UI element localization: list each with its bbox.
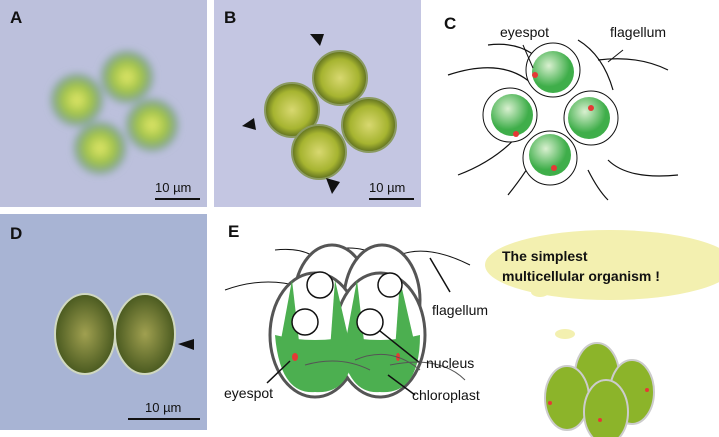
cells-image	[54, 293, 194, 375]
scale-bar	[369, 198, 414, 200]
scale-bar	[128, 418, 200, 420]
panel-label: D	[10, 224, 23, 243]
thought-bubble	[485, 230, 719, 339]
panel-c-diagram: C eyespot flagellum	[428, 0, 719, 210]
panel-d-micrograph: D 10 µm	[0, 214, 207, 430]
arrowhead-icon	[242, 34, 340, 194]
chloroplast-label: chloroplast	[412, 387, 480, 403]
panel-e-diagram: E flagellum nucleus eyespot chloroplast …	[220, 220, 719, 437]
scale-label: 10 µm	[369, 180, 406, 195]
eyespot-label: eyespot	[224, 385, 274, 401]
panel-label: A	[10, 8, 23, 27]
cells-image	[242, 34, 397, 194]
scale-label: 10 µm	[145, 400, 182, 415]
panel-a-micrograph: A 10 µm	[0, 0, 207, 207]
arrowhead-icon	[178, 339, 194, 350]
cell-structure-diagram	[224, 230, 719, 437]
bubble-text-line2: multicellular organism !	[502, 268, 660, 284]
scale-label: 10 µm	[155, 180, 192, 195]
scale-bar	[155, 198, 200, 200]
eyespot-label: eyespot	[500, 24, 550, 40]
panel-b-micrograph: B 10 µm	[214, 0, 421, 207]
flagellum-label: flagellum	[610, 24, 667, 40]
blurred-cells-image	[51, 51, 178, 174]
flagellum-label: flagellum	[432, 302, 489, 318]
panel-label: C	[444, 14, 457, 33]
panel-label: B	[224, 8, 237, 27]
nucleus-label: nucleus	[426, 355, 475, 371]
bubble-text-line1: The simplest	[502, 248, 588, 264]
cartoon-colony	[304, 342, 655, 437]
colony-diagram	[447, 39, 679, 201]
panel-label: E	[228, 222, 240, 241]
